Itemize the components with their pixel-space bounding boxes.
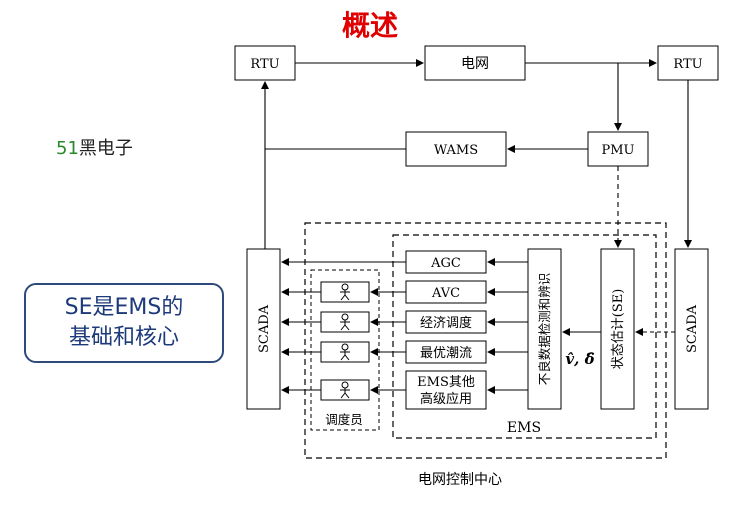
scada-right-box: SCADA: [674, 248, 709, 410]
grid-label: 电网: [461, 56, 489, 72]
dispatcher-icon-1: [320, 281, 370, 303]
dispatcher-boundary: [310, 269, 380, 431]
grid-box: 电网: [424, 45, 526, 81]
bad-data-box: 不良数据检测和辨识: [527, 248, 562, 410]
se-callout: SE是EMS的 基础和核心: [24, 283, 224, 363]
ems-label: EMS: [507, 420, 541, 436]
estimate-symbol: v̂, δ̂: [565, 350, 594, 368]
agc-label: AGC: [430, 256, 461, 271]
dispatcher-icon-2: [320, 311, 370, 333]
connectors: [261, 59, 692, 394]
callout-line-2: 基础和核心: [68, 325, 179, 350]
page-title: 概述: [341, 9, 398, 42]
state-estimation-box: 状态估计(SE): [600, 248, 635, 410]
wams-box: WAMS: [405, 131, 507, 167]
dispatcher-icon-4: [320, 379, 370, 401]
control-center-boundary: [304, 222, 667, 459]
scada-left-label: SCADA: [257, 304, 272, 353]
optimal-flow-box: 最优潮流: [405, 340, 487, 364]
ems-other-label-line-1: EMS其他: [417, 375, 475, 390]
watermark: 51黑电子: [56, 134, 133, 160]
scada-right-label: SCADA: [685, 304, 700, 353]
ems-boundary: [392, 234, 657, 439]
bad-data-label: 不良数据检测和辨识: [537, 273, 552, 386]
economic-dispatch-label: 经济调度: [420, 315, 472, 331]
ems-other-box: EMS其他 高级应用: [405, 370, 487, 410]
wams-label: WAMS: [434, 143, 478, 158]
avc-box: AVC: [405, 280, 487, 304]
scada-left-box: SCADA: [246, 248, 281, 410]
dispatcher-label: 调度员: [325, 412, 363, 427]
rtu-right-box: RTU: [657, 45, 719, 81]
rtu-right-label: RTU: [673, 57, 702, 72]
callout-line-1: SE是EMS的: [64, 295, 184, 320]
dispatcher-icon-3: [320, 341, 370, 363]
watermark-text: 黑电子: [78, 138, 133, 159]
avc-label: AVC: [431, 286, 460, 301]
control-center-label: 电网控制中心: [418, 472, 502, 488]
agc-box: AGC: [405, 250, 487, 274]
rtu-left-label: RTU: [250, 57, 279, 72]
ems-other-label-line-2: 高级应用: [420, 391, 472, 407]
optimal-flow-label: 最优潮流: [420, 346, 472, 361]
pmu-box: PMU: [587, 131, 649, 167]
state-estimation-label: 状态估计(SE): [611, 289, 626, 370]
pmu-label: PMU: [601, 143, 634, 158]
economic-dispatch-box: 经济调度: [405, 310, 487, 334]
watermark-number: 51: [56, 138, 79, 159]
rtu-left-box: RTU: [234, 45, 296, 81]
